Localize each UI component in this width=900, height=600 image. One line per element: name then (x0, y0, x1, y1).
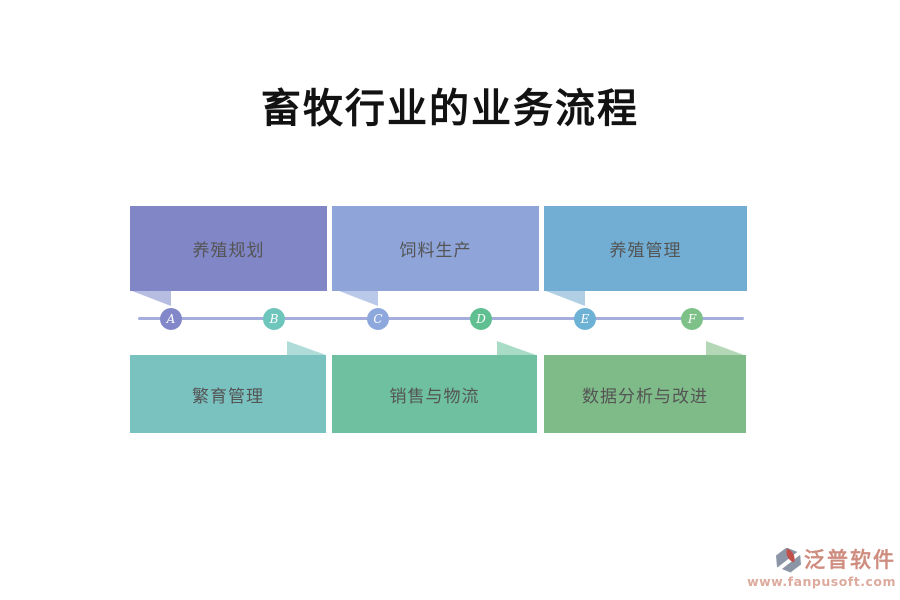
fanpu-logo-icon (774, 547, 804, 573)
vendor-url: www.fanpusoft.com (747, 574, 896, 589)
callout-tail-up (287, 341, 326, 355)
step-label: 养殖管理 (609, 241, 682, 261)
step-box-sales-logistics: 销售与物流 (332, 341, 537, 433)
callout-tail-up (497, 341, 536, 355)
step-label: 数据分析与改进 (582, 386, 708, 407)
timeline-node-d: D (470, 308, 492, 330)
step-label: 饲料生产 (399, 241, 472, 261)
step-box-breeding-planning: 养殖规划 (130, 206, 327, 306)
callout-tail-down (546, 291, 585, 306)
step-label: 养殖规划 (192, 241, 265, 261)
step-box-breeding-management: 繁育管理 (130, 341, 326, 433)
step-box-farming-management: 养殖管理 (544, 206, 747, 306)
callout-tail-down (339, 291, 378, 306)
timeline-node-c: C (367, 308, 389, 330)
callout-tail-up (706, 341, 744, 355)
timeline-node-b: B (263, 308, 285, 330)
timeline-line (138, 317, 744, 320)
step-label: 繁育管理 (192, 386, 264, 407)
step-label: 销售与物流 (389, 386, 480, 407)
step-box-feed-production: 饲料生产 (332, 206, 539, 306)
page-title: 畜牧行业的业务流程 (261, 85, 639, 132)
step-box-data-analysis-improvement: 数据分析与改进 (544, 341, 746, 433)
timeline-node-a: A (160, 308, 182, 330)
timeline-node-e: E (574, 308, 596, 330)
timeline-node-f: F (681, 308, 703, 330)
vendor-watermark: 泛普软件 www.fanpusoft.com (747, 547, 896, 589)
callout-tail-down (132, 291, 171, 306)
vendor-brand-name: 泛普软件 (804, 547, 896, 572)
